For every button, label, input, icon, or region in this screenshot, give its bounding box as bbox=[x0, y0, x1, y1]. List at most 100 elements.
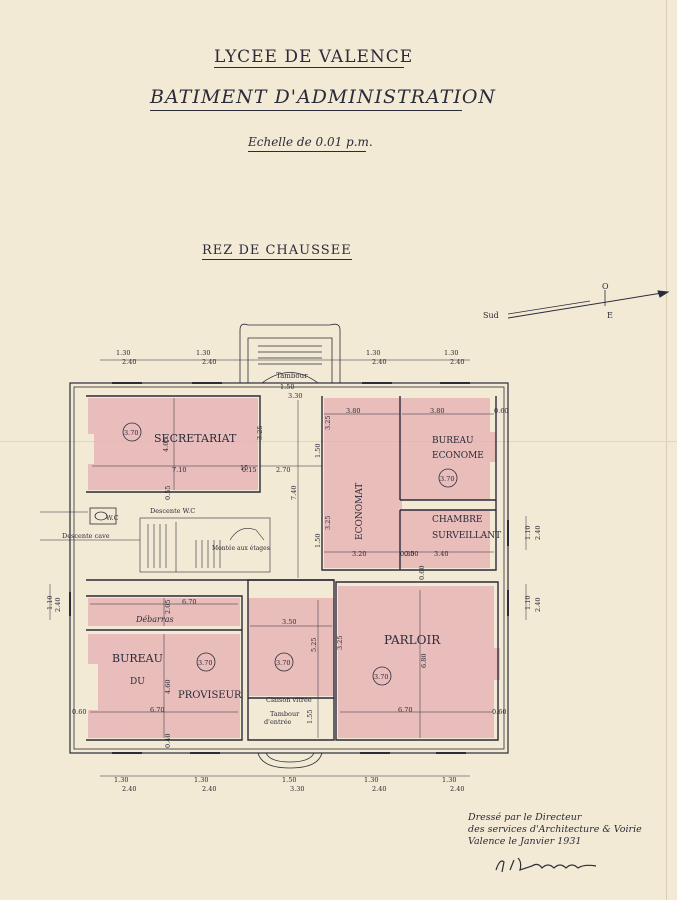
dim-bur-w: 3.80 bbox=[430, 407, 444, 415]
label-montee: Montée aux étages bbox=[212, 545, 270, 552]
dim-h-150-b: 1.50 bbox=[314, 534, 322, 548]
dim-win-bot-5b: 2.40 bbox=[450, 785, 464, 793]
dim-prov-w: 6.70 bbox=[150, 706, 164, 714]
dim-right-wall: 0.60 bbox=[494, 407, 508, 415]
front-steps bbox=[239, 323, 341, 384]
dim-hall-h2: 1.55 bbox=[306, 710, 314, 724]
window-marks bbox=[69, 382, 509, 754]
ceiling-height-4: 3.70 bbox=[276, 659, 290, 667]
dim-small-40: 0.40 bbox=[164, 734, 172, 748]
compass-west-label: Sud bbox=[483, 311, 499, 320]
dim-small-15: 15 bbox=[240, 464, 248, 472]
dim-win-bot-1b: 2.40 bbox=[122, 785, 136, 793]
label-debarras: Débarras bbox=[135, 615, 174, 624]
dim-h-325-c: 3.25 bbox=[324, 516, 332, 530]
floor-title: REZ DE CHAUSSEE bbox=[202, 243, 352, 258]
dim-sec-w: 7.10 bbox=[172, 466, 186, 474]
ceiling-height-5: 3.70 bbox=[374, 673, 388, 681]
label-chambre-1: CHAMBRE bbox=[432, 515, 482, 525]
dim-side-2: 1.10 bbox=[524, 526, 532, 540]
dim-parl-h: 6.80 bbox=[420, 654, 428, 668]
label-tambour-entree-1: Tambour bbox=[270, 710, 300, 718]
ceiling-height-3: 3.70 bbox=[198, 659, 212, 667]
compass-arrow bbox=[507, 290, 670, 319]
floor-title-underline bbox=[202, 259, 352, 260]
dim-thin-30: 0.30 bbox=[400, 550, 414, 558]
dim-tambour-wb: 3.30 bbox=[288, 392, 302, 400]
dim-side-3b: 2.40 bbox=[534, 598, 542, 612]
signature bbox=[495, 857, 597, 873]
dim-deb-h: 2.05 bbox=[164, 600, 172, 614]
dim-hall-h: 5.25 bbox=[310, 638, 318, 652]
dim-win-top-1b: 2.40 bbox=[122, 358, 136, 366]
dim-tambour-w: 1.50 bbox=[280, 383, 294, 391]
exterior-walls bbox=[69, 382, 509, 754]
dim-small-55: 0.55 bbox=[164, 486, 172, 500]
dim-win-bot-4: 1.30 bbox=[364, 776, 378, 784]
label-bureau-econome-1: BUREAU bbox=[432, 436, 474, 446]
label-parloir: PARLOIR bbox=[384, 633, 441, 647]
school-title-underline bbox=[214, 67, 404, 68]
dim-left-wall: 0.60 bbox=[72, 708, 86, 716]
ceiling-height-1: 3.70 bbox=[124, 429, 138, 437]
label-secretariat: SECRETARIAT bbox=[154, 432, 237, 445]
dimension-lines bbox=[40, 359, 527, 777]
dim-win-bot-2b: 2.40 bbox=[202, 785, 216, 793]
dim-h-325-b: 3.25 bbox=[324, 416, 332, 430]
building-title-underline bbox=[150, 110, 462, 111]
dim-win-top-4b: 2.40 bbox=[450, 358, 464, 366]
label-claison: Claison vitree bbox=[266, 696, 312, 704]
scale-underline bbox=[248, 151, 366, 152]
dim-small-60: 0.60 bbox=[418, 566, 426, 580]
label-descente-wc: Descente W.C bbox=[150, 507, 195, 515]
credit-line-1: Dressé par le Directeur bbox=[468, 812, 582, 823]
rear-steps bbox=[257, 752, 323, 769]
label-tambour-top: Tambour bbox=[276, 372, 308, 380]
dim-h-325-a: 3.25 bbox=[256, 426, 264, 440]
credit-line-3: Valence le Janvier 1931 bbox=[468, 836, 582, 847]
label-economat: ECONOMAT bbox=[355, 483, 365, 540]
dim-side-2b: 2.40 bbox=[534, 526, 542, 540]
dim-corr-w: 2.70 bbox=[276, 466, 290, 474]
wc-fixture bbox=[89, 507, 117, 525]
ceiling-height-markers bbox=[122, 422, 458, 686]
dim-win-top-2: 1.30 bbox=[196, 349, 210, 357]
label-bureau-proviseur-1: BUREAU bbox=[112, 652, 163, 665]
ceiling-height-2: 3.70 bbox=[440, 475, 454, 483]
dim-h-150-a: 1.50 bbox=[314, 444, 322, 458]
compass-north-label: O bbox=[602, 282, 609, 291]
compass-east-label: E bbox=[607, 311, 613, 320]
dim-win-top-1: 1.30 bbox=[116, 349, 130, 357]
label-bureau-proviseur-3: PROVISEUR bbox=[178, 690, 242, 701]
dim-win-bot-3b: 3.30 bbox=[290, 785, 304, 793]
fold-line-vertical bbox=[666, 0, 667, 900]
staircase bbox=[139, 517, 271, 573]
dim-win-bot-5: 1.30 bbox=[442, 776, 456, 784]
dim-small-50: 0.50 bbox=[404, 550, 418, 558]
dim-corr-h: 7.40 bbox=[290, 486, 298, 500]
dim-win-bot-4b: 2.40 bbox=[372, 785, 386, 793]
room-parloir bbox=[338, 586, 500, 738]
dim-win-bot-2: 1.30 bbox=[194, 776, 208, 784]
dim-sec-wall: 0.15 bbox=[242, 466, 256, 474]
dim-side-1: 1.10 bbox=[46, 596, 54, 610]
building-title: BATIMENT D'ADMINISTRATION bbox=[150, 86, 497, 108]
dim-eco2-w: 3.20 bbox=[352, 550, 366, 558]
label-bureau-proviseur-2: DU bbox=[130, 677, 145, 687]
dim-h-325-d: 3.25 bbox=[336, 636, 344, 650]
credit-block: Dressé par le Directeur des services d'A… bbox=[468, 812, 642, 848]
school-title: LYCEE DE VALENCE bbox=[214, 47, 414, 67]
dim-cham-w: 3.40 bbox=[434, 550, 448, 558]
dim-win-top-4: 1.30 bbox=[444, 349, 458, 357]
dim-side-1b: 2.40 bbox=[54, 598, 62, 612]
dim-parl-wall: 0.60 bbox=[492, 708, 506, 716]
dim-win-bot-1: 1.30 bbox=[114, 776, 128, 784]
dim-sec-h: 4.05 bbox=[162, 438, 170, 452]
dim-eco-w: 3.80 bbox=[346, 407, 360, 415]
dim-parl-w: 6.70 bbox=[398, 706, 412, 714]
dim-prov-h: 4.60 bbox=[164, 680, 172, 694]
label-chambre-2: SURVEILLANT bbox=[432, 531, 501, 541]
room-chambre-surveillant bbox=[402, 510, 490, 568]
label-descente-cave: Descente cave bbox=[62, 532, 110, 540]
